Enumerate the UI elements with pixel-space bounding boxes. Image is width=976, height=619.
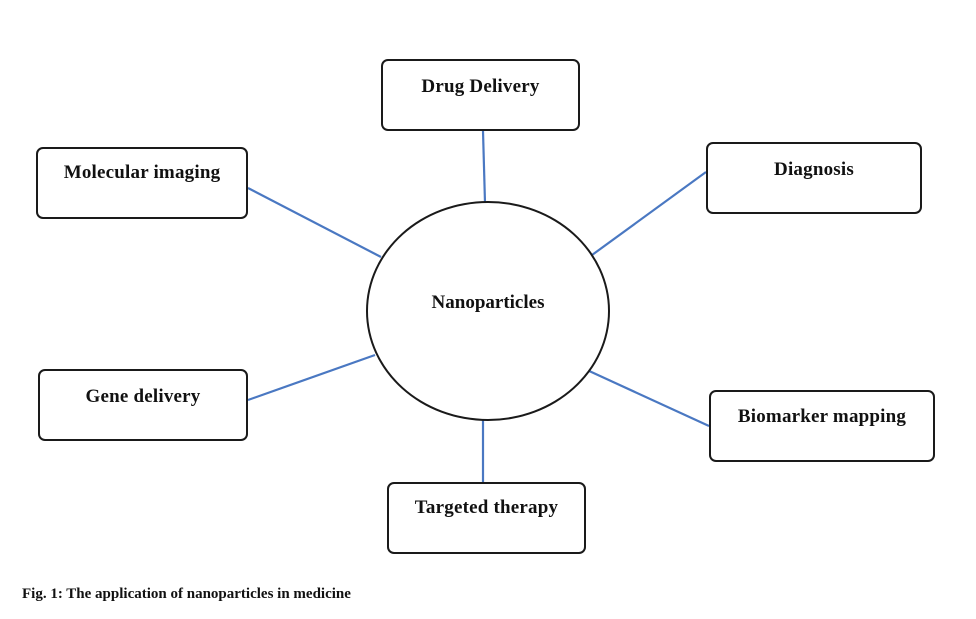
- node-label: Drug Delivery: [421, 76, 540, 97]
- node-molecular-imaging: Molecular imaging: [36, 147, 248, 219]
- node-label: Gene delivery: [85, 386, 201, 407]
- node-label: Diagnosis: [774, 159, 854, 180]
- node-drug-delivery: Drug Delivery: [381, 59, 580, 131]
- connector-molecular-imaging: [247, 187, 382, 258]
- node-biomarker-mapping: Biomarker mapping: [709, 390, 935, 462]
- node-label: Molecular imaging: [63, 162, 221, 183]
- center-node-nanoparticles: Nanoparticles: [366, 201, 610, 421]
- node-label: Targeted therapy: [414, 497, 559, 518]
- node-diagnosis: Diagnosis: [706, 142, 922, 214]
- figure-caption: Fig. 1: The application of nanoparticles…: [22, 586, 351, 602]
- connector-drug-delivery: [481, 130, 487, 204]
- node-label: Biomarker mapping: [737, 406, 907, 427]
- connector-diagnosis: [591, 171, 707, 256]
- connector-biomarker-mapping: [586, 369, 710, 427]
- center-label: Nanoparticles: [431, 292, 545, 313]
- connector-gene-delivery: [247, 353, 376, 402]
- node-gene-delivery: Gene delivery: [38, 369, 248, 441]
- node-targeted-therapy: Targeted therapy: [387, 482, 586, 554]
